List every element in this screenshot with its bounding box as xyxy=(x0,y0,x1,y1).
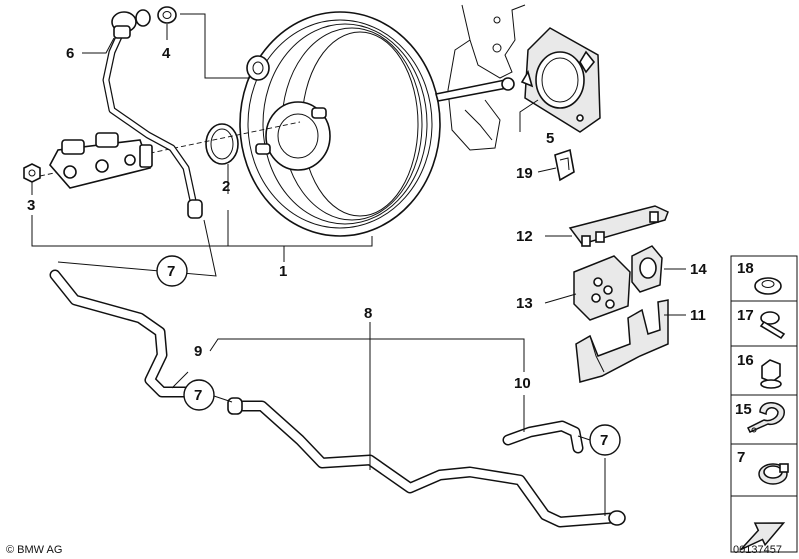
hex-nut xyxy=(23,163,41,183)
label-1: 1 xyxy=(279,263,287,280)
washer-18: 18 xyxy=(737,260,782,295)
label-11: 11 xyxy=(690,307,706,324)
screw-17: 17 xyxy=(737,307,786,340)
label-3: 3 xyxy=(27,197,35,214)
rubber-damper xyxy=(573,255,631,321)
leader-lines xyxy=(31,13,686,516)
label-8: 8 xyxy=(364,305,372,322)
nut-16: 16 xyxy=(737,352,782,389)
hose-holder xyxy=(575,299,669,383)
gasket xyxy=(520,27,601,133)
callout-7-middle: 7 xyxy=(183,379,215,411)
label-15: 15 xyxy=(735,401,752,418)
label-12: 12 xyxy=(516,228,533,245)
label-4: 4 xyxy=(162,45,171,62)
hose-clamp-7: 7 xyxy=(737,449,789,485)
label-16: 16 xyxy=(737,352,754,369)
small-parts-panel: 18 17 16 15 7 xyxy=(730,255,798,553)
direction-arrow-icon xyxy=(740,522,786,551)
label-13: 13 xyxy=(516,295,533,312)
callouts: 6 4 3 2 1 5 19 12 13 14 11 8 9 10 7 7 7 xyxy=(27,45,707,456)
diagram-number: 00137457 xyxy=(733,544,782,556)
label-19: 19 xyxy=(516,165,533,182)
master-cylinder xyxy=(39,121,301,189)
label-7-right: 7 xyxy=(600,432,608,449)
label-18: 18 xyxy=(737,260,754,277)
callout-7-top: 7 xyxy=(156,255,188,287)
spring-clip xyxy=(554,148,575,182)
label-5: 5 xyxy=(546,130,554,147)
seal-ring xyxy=(205,123,239,165)
clamp-15: 15 xyxy=(735,401,785,433)
vacuum-line-8 xyxy=(227,397,626,528)
label-2: 2 xyxy=(222,178,230,195)
vacuum-line-with-check-valve xyxy=(102,11,203,219)
copyright-text: © BMW AG xyxy=(6,544,62,556)
label-9: 9 xyxy=(194,343,202,360)
label-7-top: 7 xyxy=(167,263,175,280)
vacuum-hose-10 xyxy=(502,420,584,454)
brake-booster xyxy=(239,11,515,237)
label-10: 10 xyxy=(514,375,531,392)
cover-strip xyxy=(568,205,669,247)
label-7-middle: 7 xyxy=(194,387,202,404)
pedal-bracket xyxy=(447,4,526,151)
vacuum-hose-9 xyxy=(49,269,191,398)
label-17: 17 xyxy=(737,307,754,324)
callout-7-right: 7 xyxy=(589,424,621,456)
label-6: 6 xyxy=(66,45,74,62)
bracket-bush xyxy=(631,245,663,293)
label-14: 14 xyxy=(690,261,707,278)
label-7-side: 7 xyxy=(737,449,745,466)
grommet xyxy=(135,6,177,27)
